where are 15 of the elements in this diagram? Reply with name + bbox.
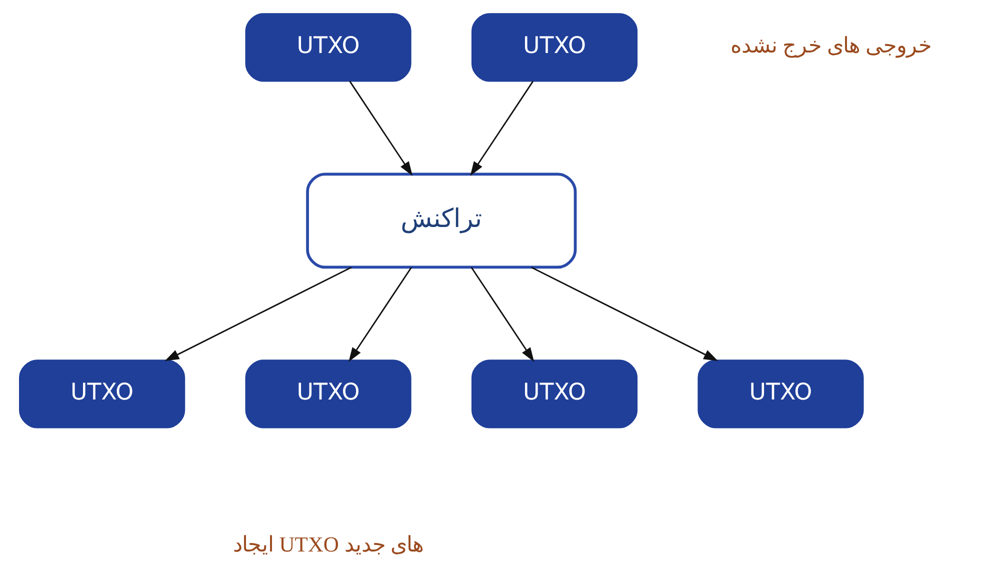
node-box: UTXO [470,13,638,82]
node-box: تراکنش [306,172,576,269]
arrow [470,266,534,362]
node-box: UTXO [470,360,638,428]
arrow [530,266,718,362]
node-box: UTXO [244,13,411,82]
arrow [348,80,412,176]
label: خروجی های خرج نشده [730,33,931,58]
node-box: UTXO [697,360,864,428]
node-box: UTXO [18,360,185,428]
arrow [164,266,352,362]
node-box: UTXO [244,360,411,428]
label: ایجاد UTXO های جدید [232,532,424,556]
arrow [348,266,412,362]
arrow [470,80,534,176]
